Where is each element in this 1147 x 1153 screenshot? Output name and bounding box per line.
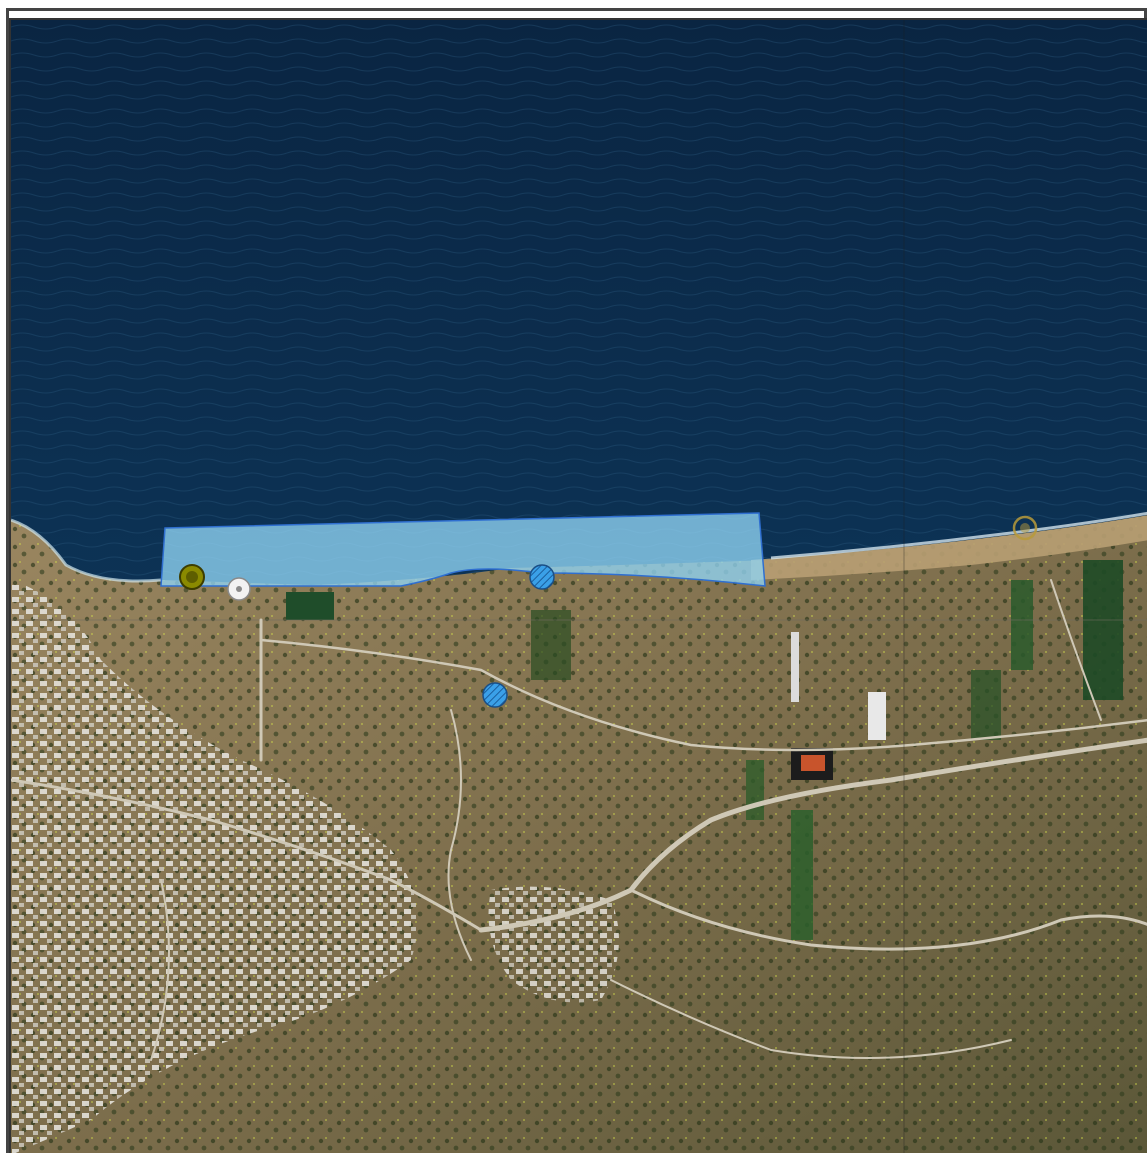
marker-east-ring[interactable]: [1012, 515, 1038, 541]
marker-olive[interactable]: [179, 564, 205, 590]
marker-blue-road[interactable]: [482, 682, 508, 708]
map-svg: [11, 20, 1147, 1153]
marker-white[interactable]: [227, 577, 251, 601]
road-network: [11, 579, 1147, 1061]
map-view[interactable]: [9, 18, 1147, 1153]
town-area: [11, 580, 418, 1153]
marker-blue-beach[interactable]: [529, 564, 555, 590]
protected-beach-zone[interactable]: [160, 512, 766, 587]
